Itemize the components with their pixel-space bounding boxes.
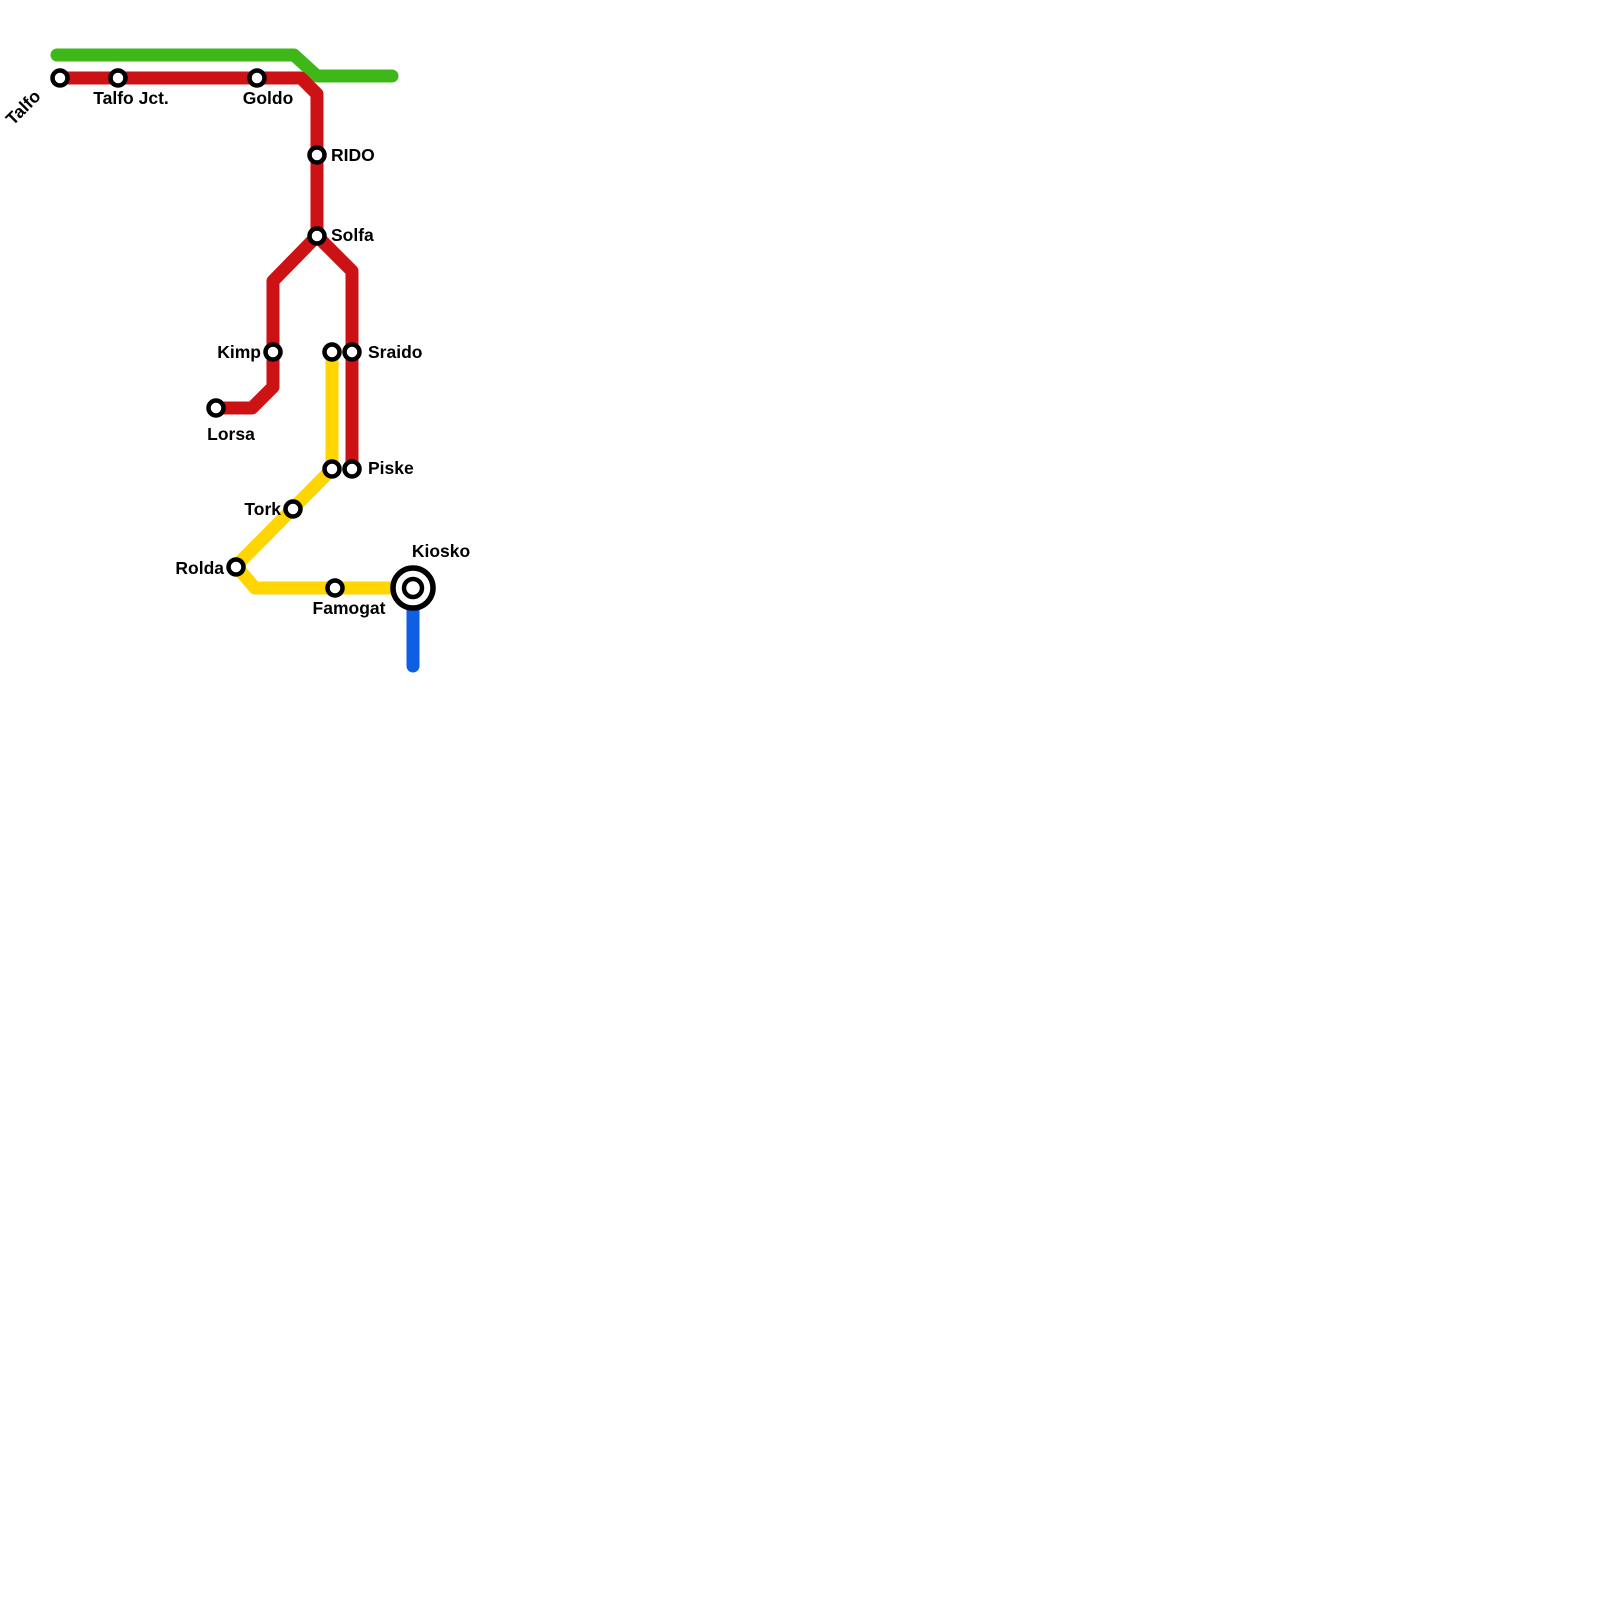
station-marker-kiosko-inner <box>401 576 425 600</box>
station-marker-solfa <box>307 226 327 246</box>
station-marker-rido <box>307 145 327 165</box>
station-marker-sraido-2 <box>342 342 362 362</box>
station-label-kiosko: Kiosko <box>412 541 470 561</box>
station-marker-piske-2 <box>342 459 362 479</box>
station-marker-kimp <box>263 342 283 362</box>
station-marker-goldo <box>247 68 267 88</box>
red-line-trunk <box>53 71 324 243</box>
station-label-sraido: Sraido <box>368 342 422 362</box>
station-label-goldo: Goldo <box>243 88 294 108</box>
station-label-famogat: Famogat <box>313 598 386 618</box>
station-label-piske: Piske <box>368 458 414 478</box>
station-marker-talfo-jct <box>108 68 128 88</box>
red-line-west-branch <box>209 229 324 415</box>
red-line-east-branch <box>310 229 359 476</box>
station-marker-rolda <box>226 557 246 577</box>
station-marker-piske-1 <box>322 459 342 479</box>
station-marker-tork <box>283 499 303 519</box>
station-label-rolda: Rolda <box>175 558 224 578</box>
station-marker-lorsa <box>206 398 226 418</box>
station-label-rido: RIDO <box>331 145 375 165</box>
green-line <box>50 48 399 83</box>
station-marker-talfo <box>50 68 70 88</box>
station-label-talfo: Talfo <box>2 86 45 129</box>
station-marker-famogat <box>325 578 345 598</box>
station-label-solfa: Solfa <box>331 225 374 245</box>
station-marker-sraido-1 <box>322 342 342 362</box>
station-label-kimp: Kimp <box>217 342 261 362</box>
station-label-lorsa: Lorsa <box>207 424 255 444</box>
station-label-tork: Tork <box>244 499 281 519</box>
station-label-talfo-jct: Talfo Jct. <box>93 88 169 108</box>
